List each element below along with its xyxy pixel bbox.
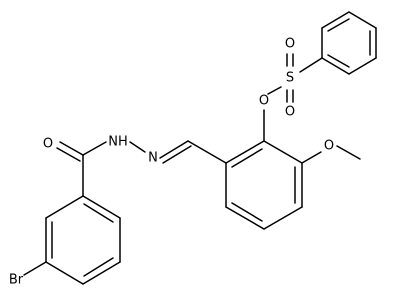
bond-ring-o-methoxy (301, 151, 322, 164)
bond-ring-br (23, 261, 47, 276)
bond-carbonyl-o-b (56, 147, 81, 162)
bond-o-methyl (336, 145, 361, 160)
bond-n-ch-b (162, 145, 192, 164)
phenyl-ring (321, 11, 377, 75)
atom-br: Br (9, 273, 24, 288)
atom-o-sulfonyl-top: O (285, 37, 295, 52)
atom-o-methoxy: O (324, 139, 334, 154)
bond-s-phenyl (299, 57, 323, 73)
atom-n-imine: N (148, 151, 158, 166)
atom-o-carbonyl: O (43, 137, 53, 152)
atom-s: S (286, 71, 294, 86)
bond-n-ch-a (159, 140, 189, 159)
bond-carbonyl-nh (82, 141, 107, 156)
bromophenyl-ring (45, 195, 121, 285)
bond-nh-n (129, 141, 146, 153)
atom-o-sulfonyl-bottom: O (285, 105, 295, 120)
atom-o-ester: O (259, 94, 269, 109)
atom-nh: NH (108, 135, 128, 150)
central-benzene-ring (225, 140, 303, 230)
bond-o-ester-s (267, 86, 282, 95)
bond-ch-ring (187, 140, 227, 164)
bond-carbonyl-o-a (59, 141, 84, 156)
